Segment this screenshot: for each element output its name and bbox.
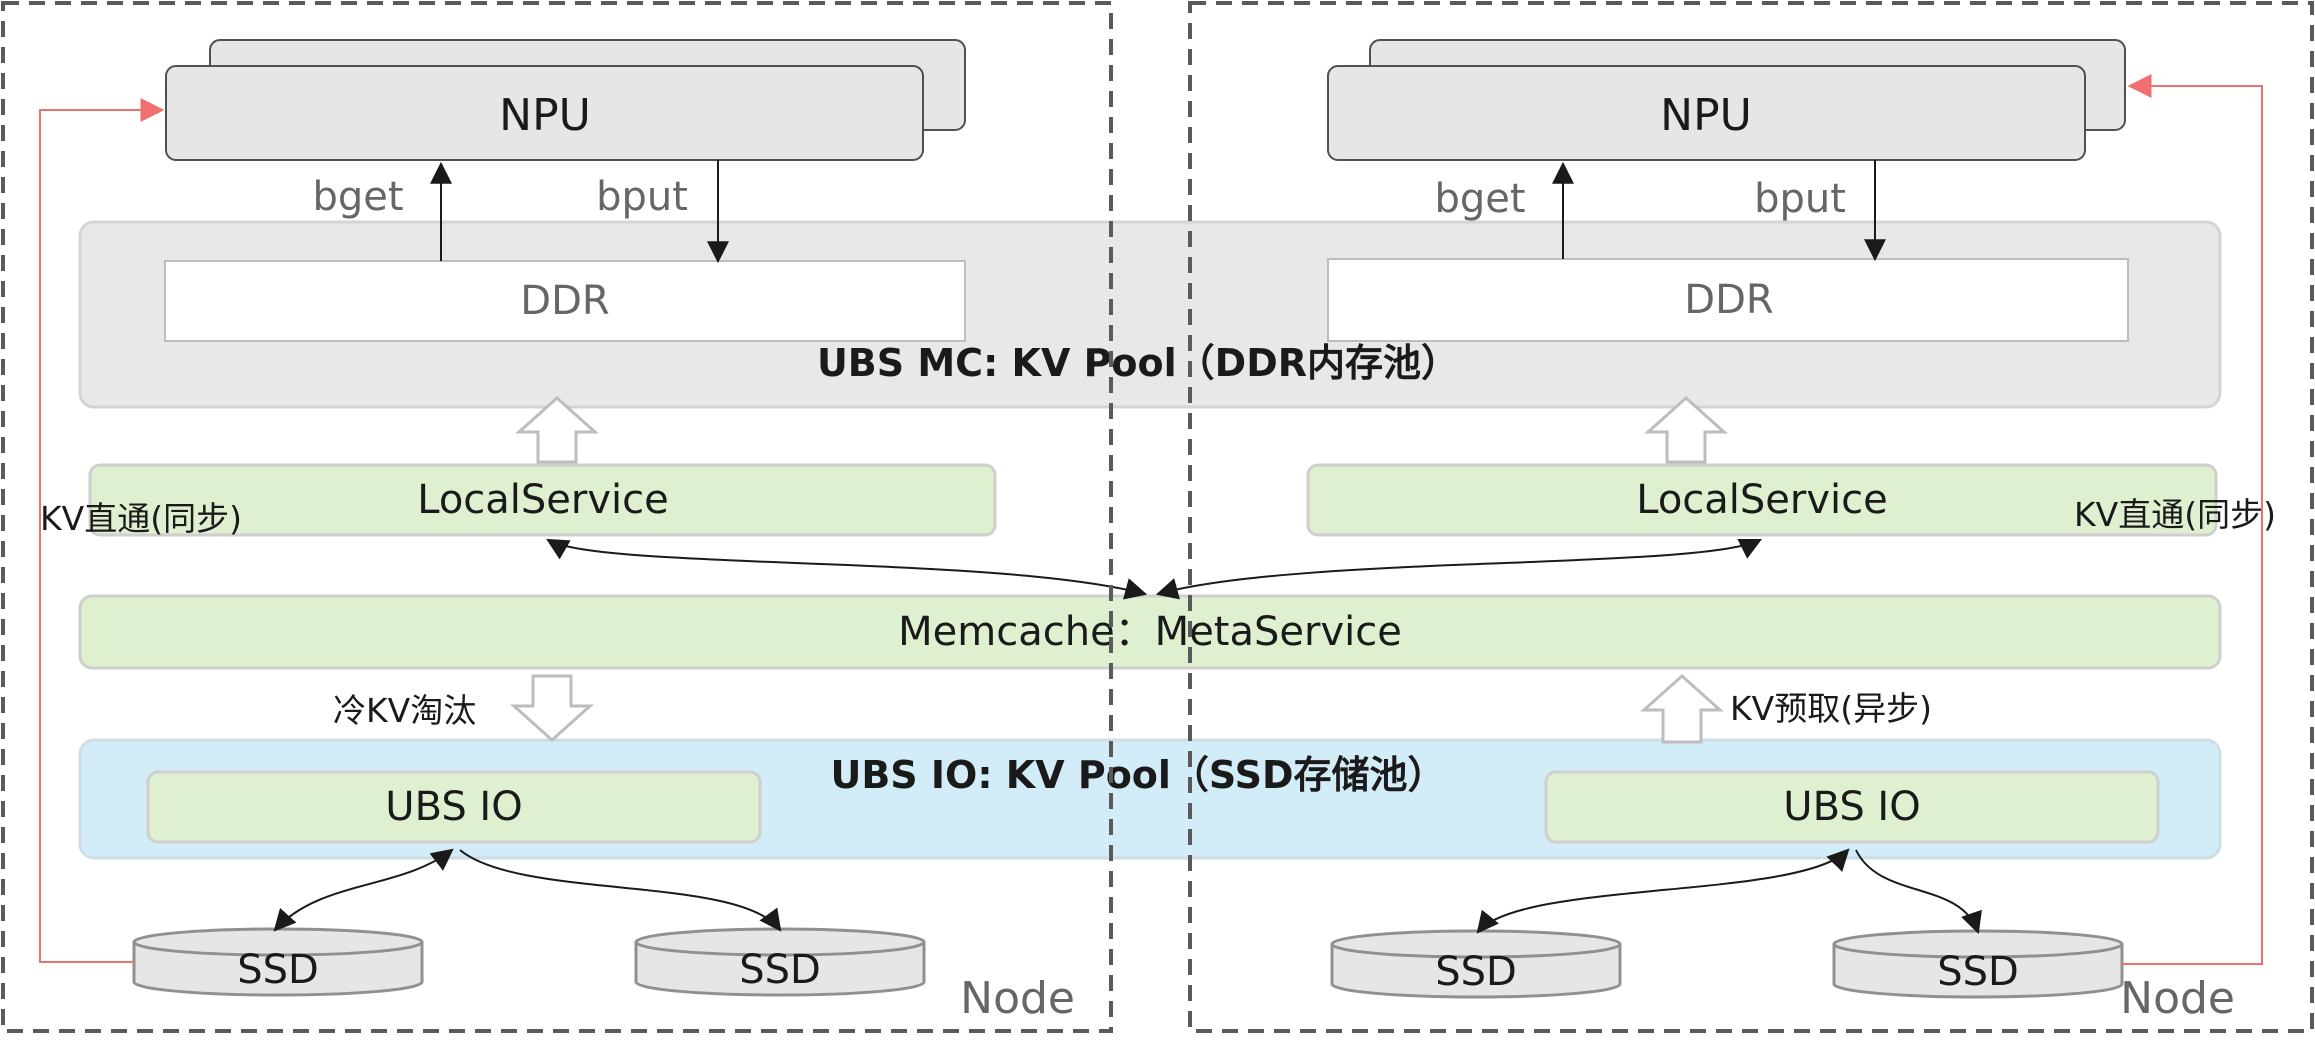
kv-direct-label-right: KV直通(同步) — [2074, 495, 2276, 534]
npu-label-left: NPU — [499, 90, 591, 141]
ubs-io-ssd-link-right-1 — [1476, 848, 1850, 934]
kv-direct-line-left — [39, 98, 165, 963]
node-label-left: Node — [960, 973, 1075, 1024]
ddr-label-right: DDR — [1684, 277, 1773, 323]
hollow-arrow-up-left — [515, 395, 599, 464]
localservice-box-right — [1306, 463, 2218, 537]
bput-label-right: bput — [1754, 176, 1846, 222]
npu-box-right — [1327, 65, 2086, 161]
ddr-label-left: DDR — [520, 278, 609, 324]
hollow-arrow-up-right — [1644, 395, 1728, 464]
localservice-meta-link-left — [546, 538, 1148, 600]
ubs-io-label-left: UBS IO — [385, 784, 522, 830]
ssd-label-right-1: SSD — [1435, 949, 1517, 995]
ubs-io-box-left — [146, 770, 762, 844]
ddr-box-right — [1327, 258, 2129, 342]
localservice-label-left: LocalService — [417, 477, 669, 523]
bput-label-left: bput — [596, 174, 688, 220]
npu-box-left — [165, 65, 924, 161]
ubs-io-box-right — [1544, 770, 2160, 844]
ssd-cylinder-right-2 — [1832, 929, 2124, 999]
ssd-label-left-1: SSD — [237, 947, 319, 993]
npu-label-right: NPU — [1660, 90, 1752, 141]
kv-direct-label-left: KV直通(同步) — [40, 499, 242, 538]
node-boundary-right — [1188, 1, 2314, 1033]
ubs-io-ssd-link-left-1 — [273, 848, 454, 932]
metaservice-band — [78, 594, 2222, 670]
ddr-pool-title: UBS MC: KV Pool（DDR内存池） — [817, 341, 1459, 385]
bget-label-right: bget — [1434, 176, 1525, 222]
ssd-cylinder-left-2 — [634, 927, 926, 997]
localservice-label-right: LocalService — [1636, 477, 1888, 523]
kv-prefetch-label: KV预取(异步) — [1730, 689, 1932, 728]
localservice-box-left — [88, 463, 997, 537]
ssd-cylinder-left-1 — [132, 927, 424, 997]
ssd-label-left-2: SSD — [739, 947, 821, 993]
ssd-label-right-2: SSD — [1937, 949, 2019, 995]
localservice-meta-link-right — [1155, 538, 1762, 600]
ddr-box-left — [164, 260, 966, 342]
ubs-io-ssd-link-left-2 — [459, 849, 782, 932]
ssd-pool-title: UBS IO: KV Pool（SSD存储池） — [830, 753, 1445, 797]
cold-evict-label: 冷KV淘汰 — [333, 691, 476, 730]
kv-direct-line-right — [2122, 74, 2263, 965]
hollow-arrow-down-left — [510, 674, 594, 743]
bget-label-left: bget — [312, 174, 403, 220]
hollow-arrow-up-right-lower — [1640, 673, 1724, 744]
ubs-io-ssd-link-right-2 — [1855, 849, 1982, 935]
node-boundary-left — [1, 1, 1113, 1033]
metaservice-label: Memcache：MetaService — [898, 609, 1402, 655]
ssd-cylinder-right-1 — [1330, 929, 1622, 999]
node-label-right: Node — [2120, 973, 2235, 1024]
ubs-io-label-right: UBS IO — [1783, 784, 1920, 830]
